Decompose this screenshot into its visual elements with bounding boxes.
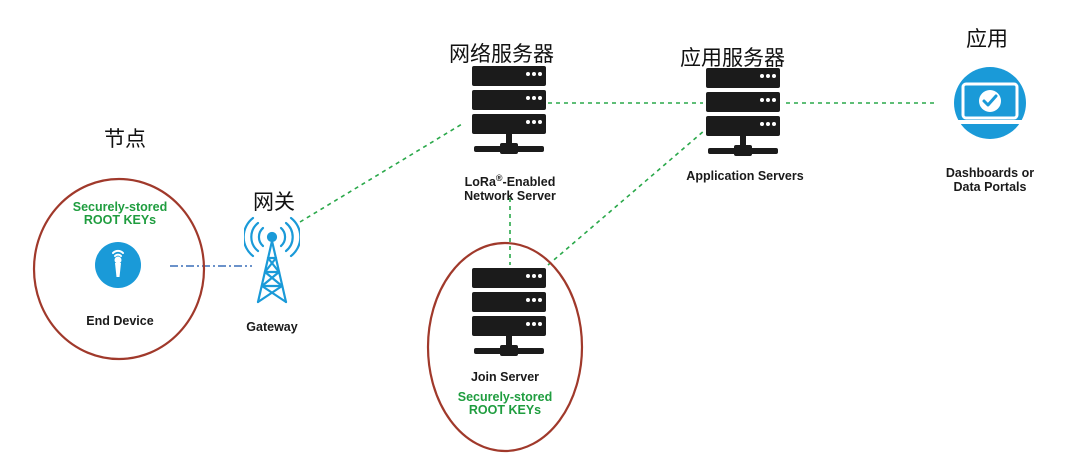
node-highlight-ellipse: [32, 177, 206, 361]
network-server-cn-title: 网络服务器: [449, 42, 554, 66]
app-server-cn-title: 应用服务器: [680, 46, 785, 70]
network-server-icon: [472, 66, 546, 154]
link-join-app-server: [547, 129, 706, 266]
gateway-cn-title: 网关: [253, 190, 295, 214]
node-cn-title: 节点: [104, 127, 146, 151]
gateway-tower-icon: [244, 216, 300, 304]
application-server-icon: [706, 68, 780, 156]
node-root-keys-note: Securely-stored ROOT KEYs: [72, 200, 168, 227]
end-device-label: End Device: [86, 314, 154, 328]
gateway-label: Gateway: [246, 320, 298, 334]
application-cn-title: 应用: [966, 27, 1008, 51]
application-servers-label: Application Servers: [686, 169, 804, 183]
end-device-icon: [95, 242, 141, 288]
network-server-label: LoRa®-Enabled Network Server: [464, 173, 556, 204]
join-server-label: Join Server: [470, 370, 540, 384]
dashboards-label: Dashboards or Data Portals: [945, 166, 1035, 194]
join-server-root-keys-note: Securely-stored ROOT KEYs: [457, 390, 553, 417]
join-server-highlight-ellipse: [426, 241, 584, 453]
dashboard-laptop-icon: [954, 67, 1026, 139]
join-server-icon: [472, 268, 546, 356]
link-gateway-network-server: [299, 123, 463, 223]
